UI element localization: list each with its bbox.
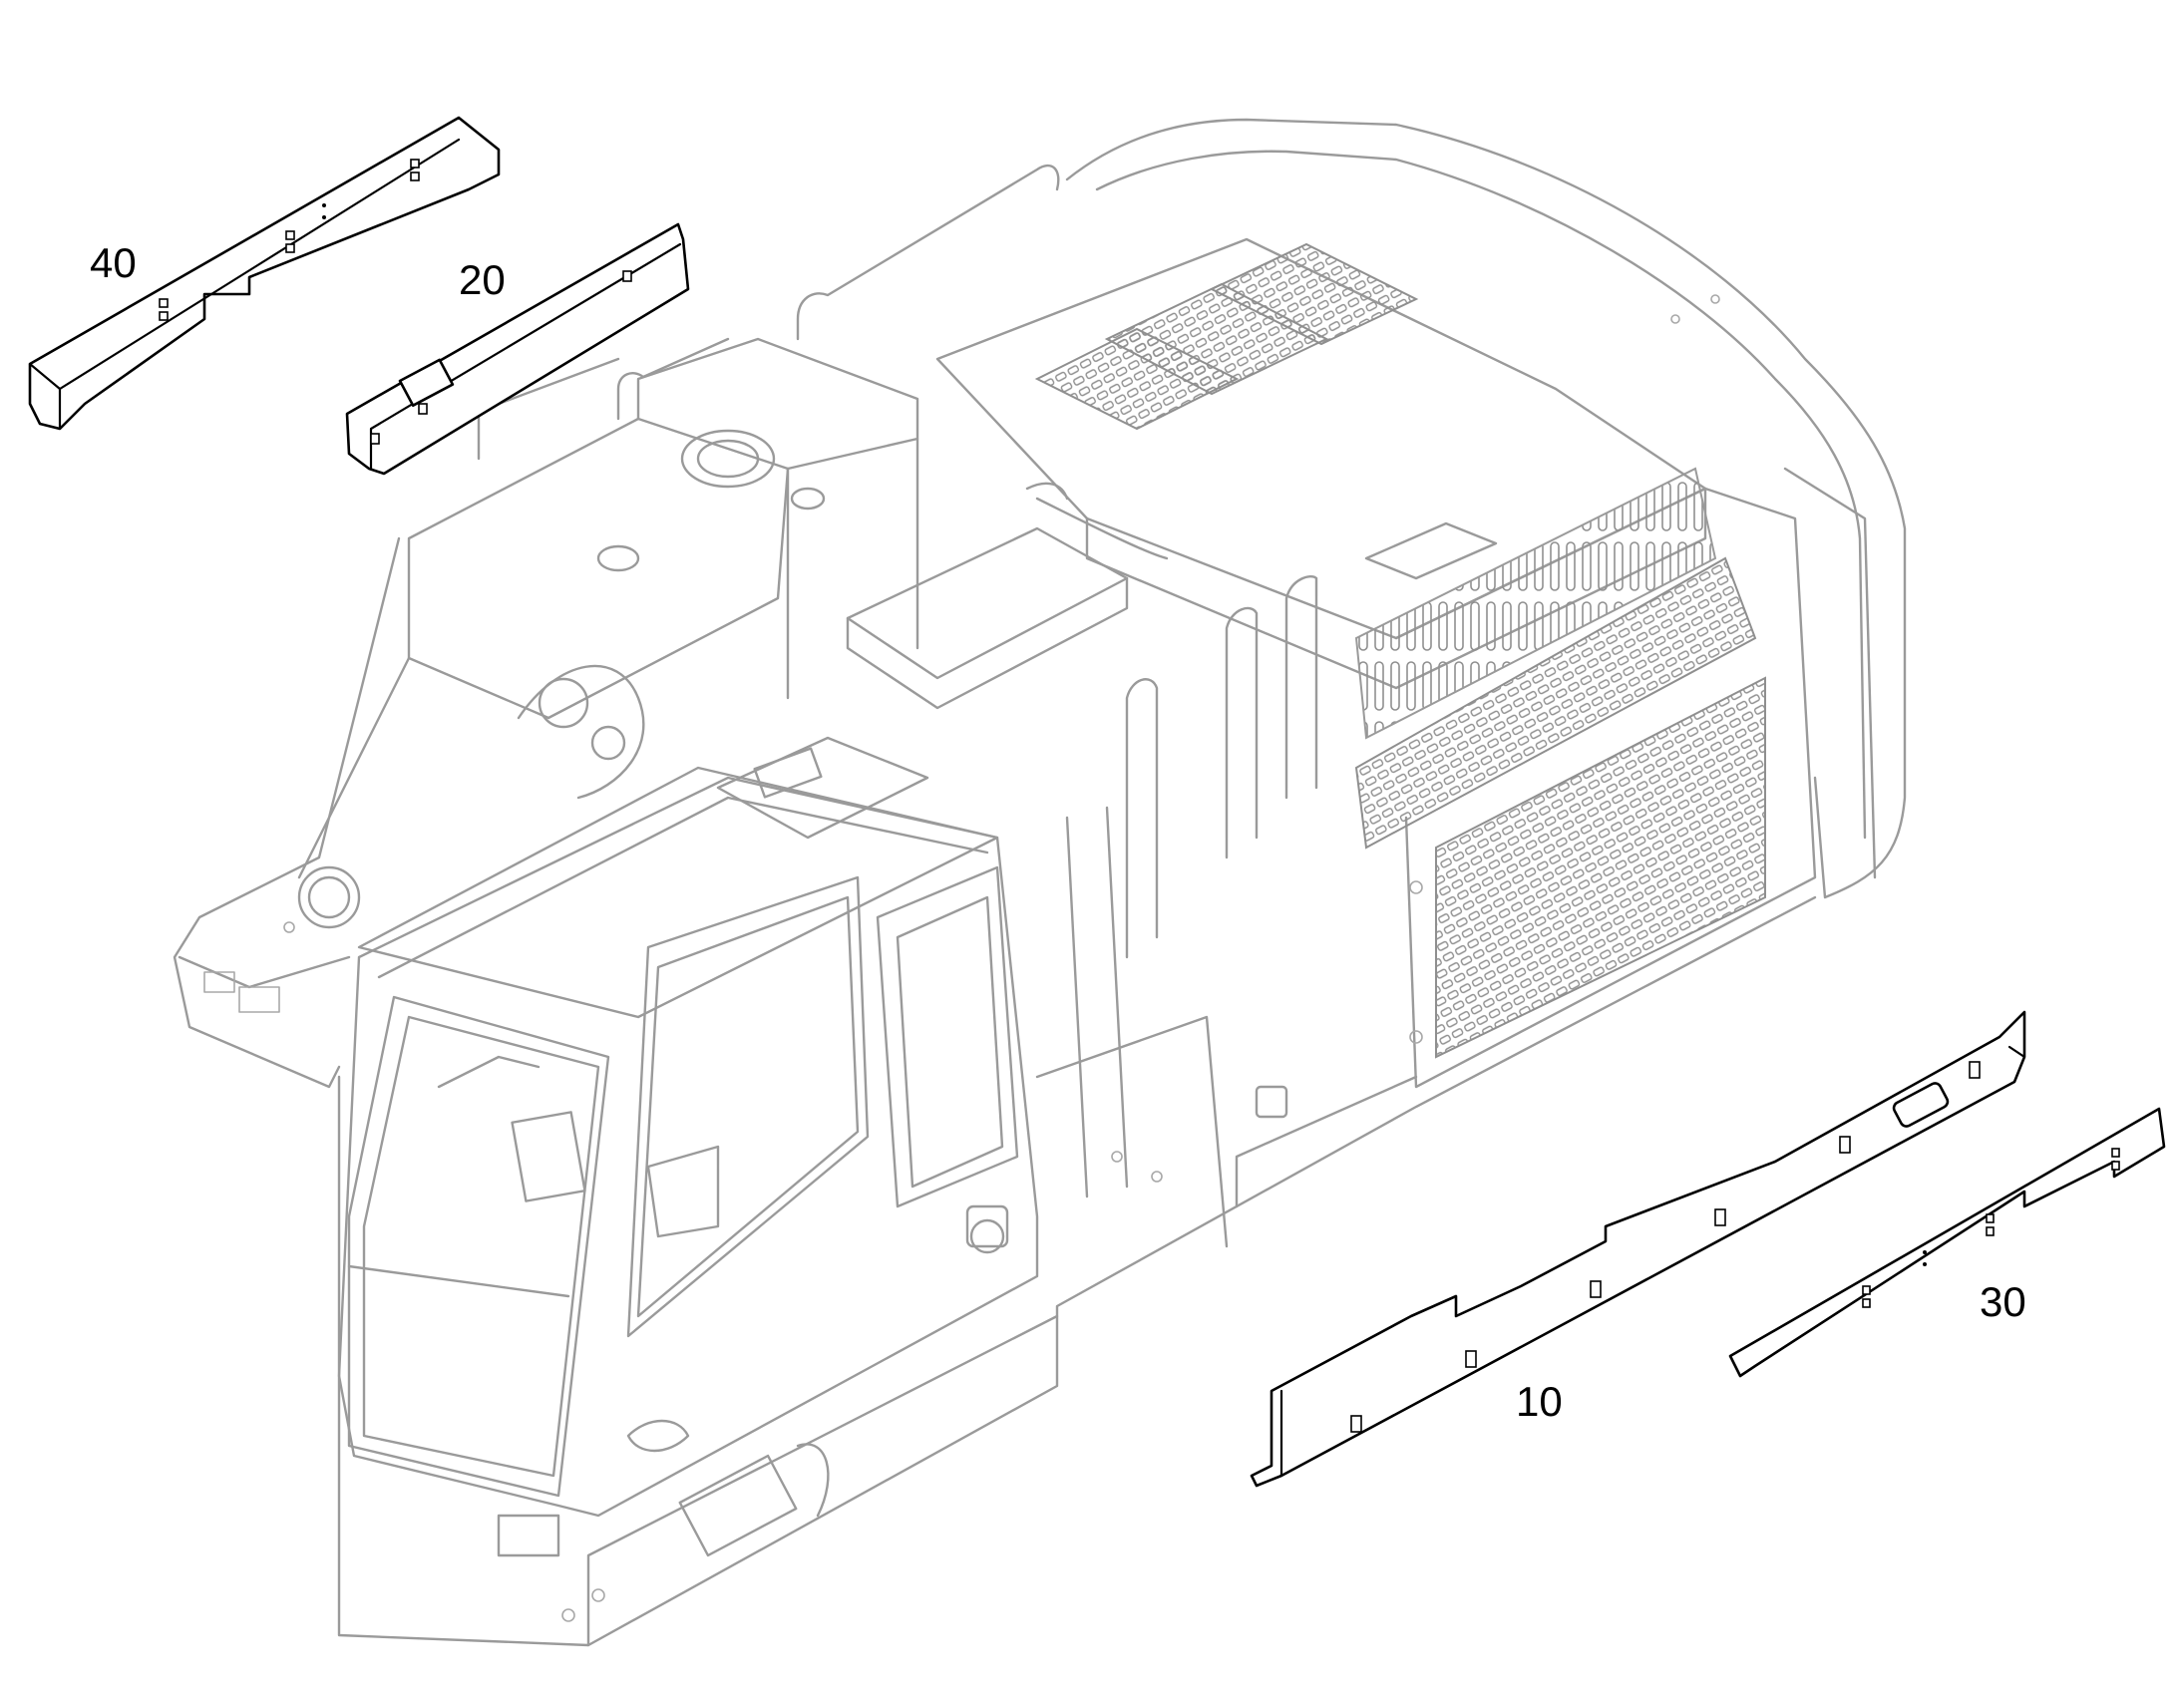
part-10 <box>1250 1010 2026 1488</box>
callout-10: 10 <box>1516 1378 1563 1425</box>
excavator-upper-structure <box>173 118 1907 1647</box>
part-40 <box>28 116 501 431</box>
part-30 <box>1728 1107 2166 1378</box>
hood-grille-3 <box>1209 242 1419 346</box>
upper-side-vents <box>1354 556 1757 850</box>
part-20 <box>345 222 690 476</box>
louvre-panel <box>1354 467 1717 740</box>
callout-40: 40 <box>90 239 137 286</box>
callout-20: 20 <box>459 256 506 303</box>
operator-cab <box>337 736 1039 1518</box>
side-grille <box>1435 676 1766 1059</box>
callout-30: 30 <box>1980 1278 2026 1325</box>
